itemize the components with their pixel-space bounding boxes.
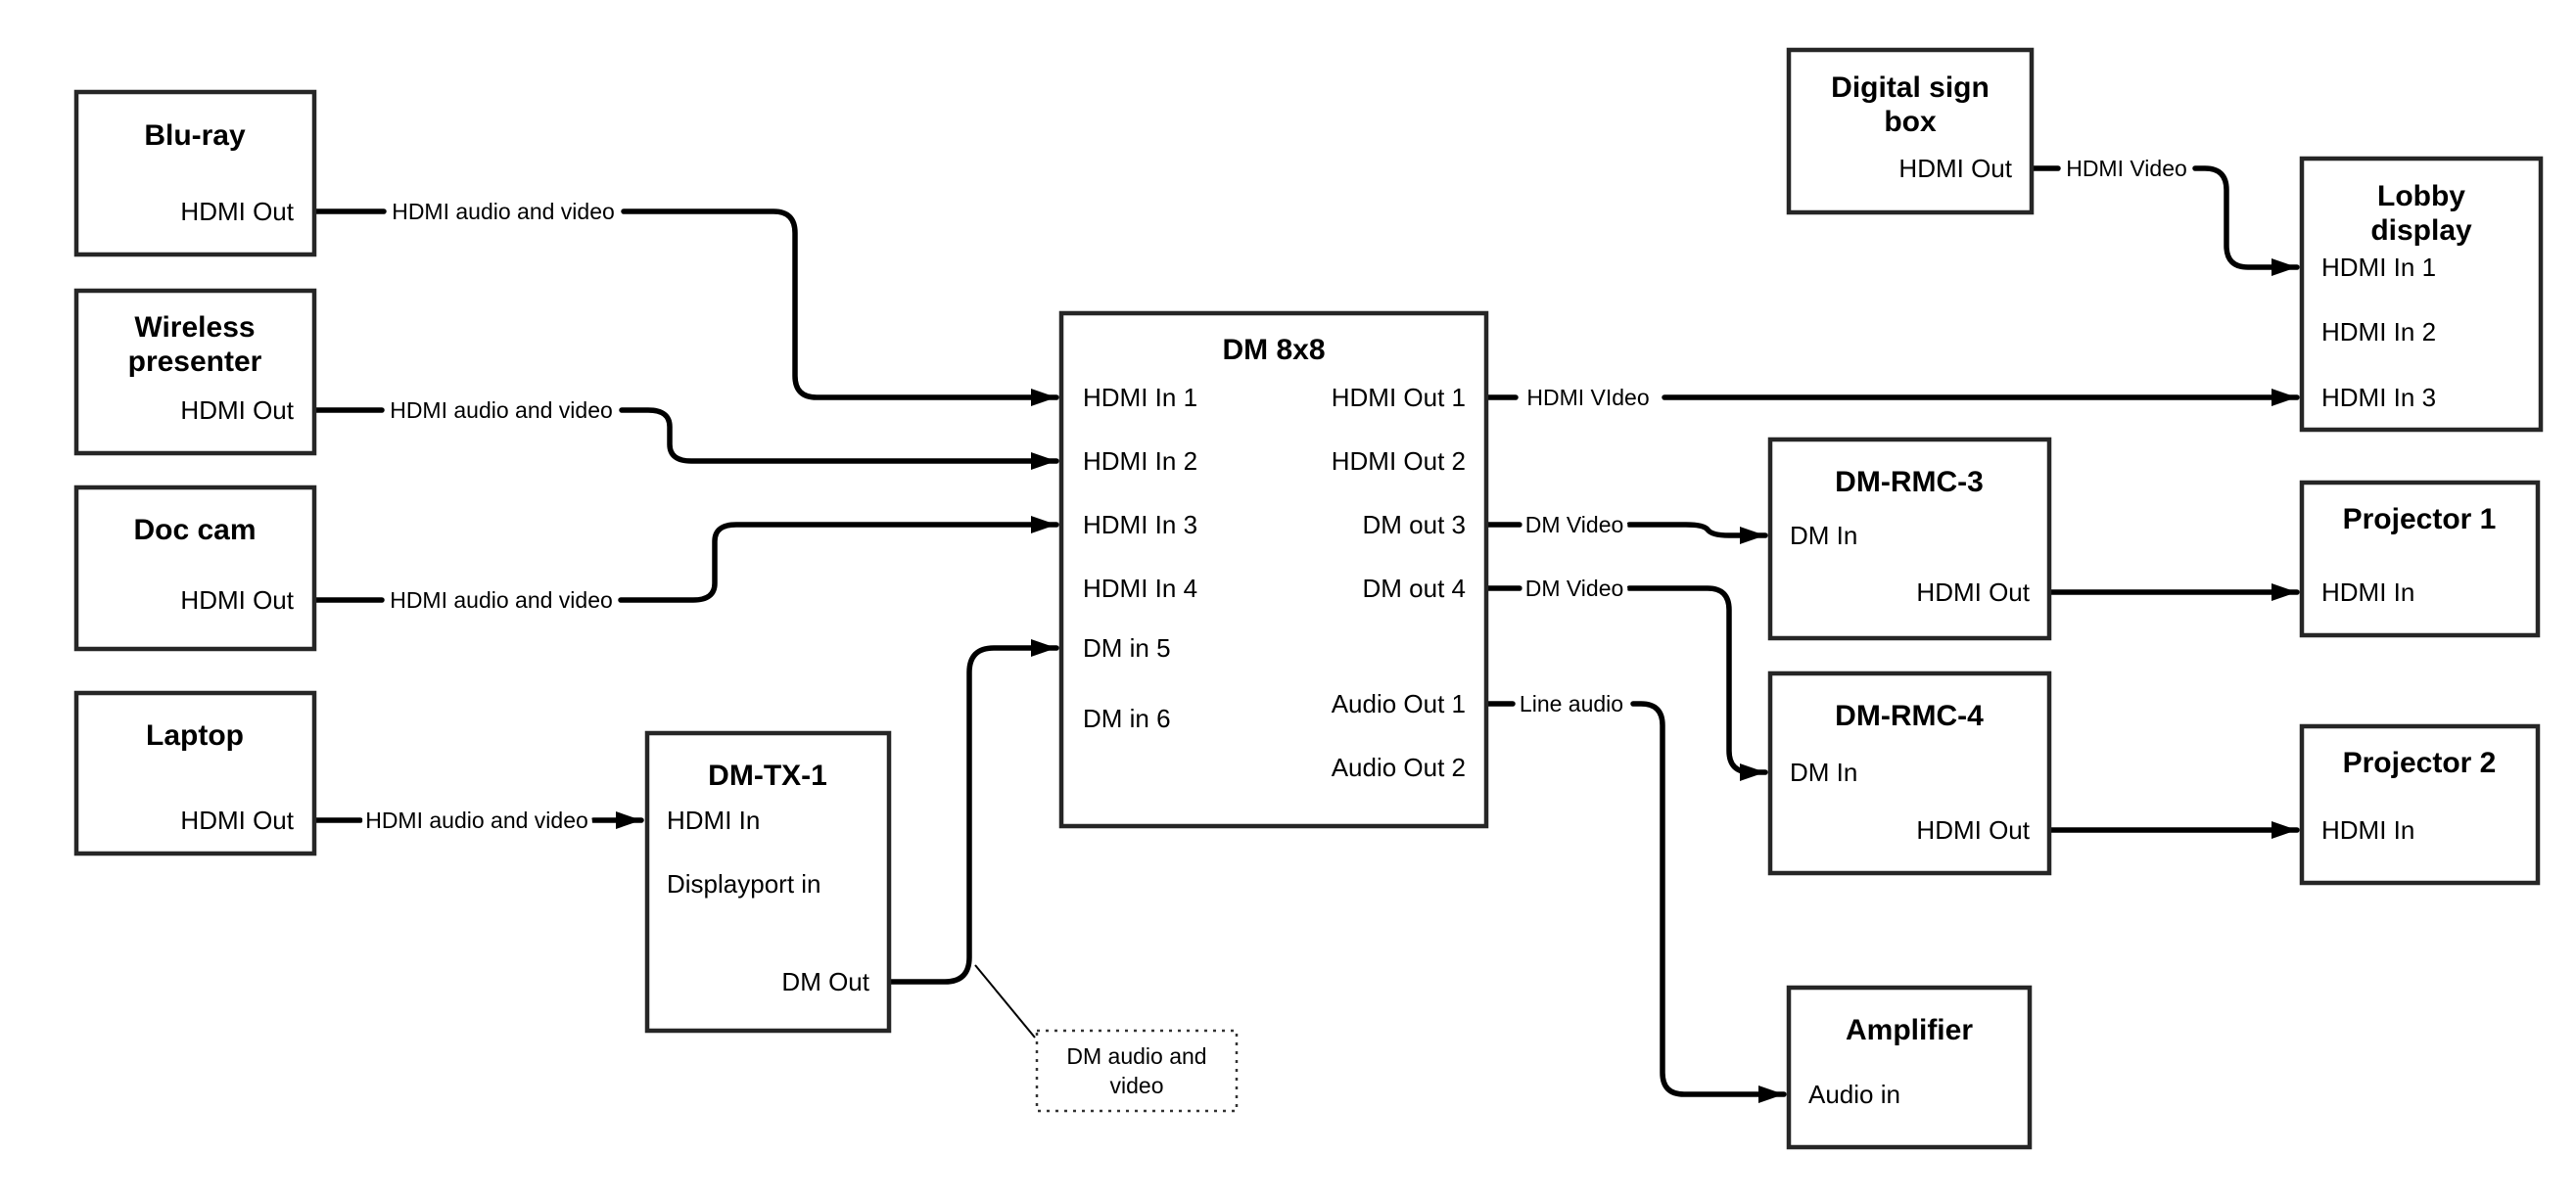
edge-bluray-to-dm8x8: HDMI audio and video (311, 194, 1059, 406)
port-dm8x8-audio-out-2: Audio Out 2 (1332, 753, 1466, 782)
port-dm8x8-dm-in-6: DM in 6 (1083, 704, 1171, 733)
edge-dmtx1-to-dm8x8 (886, 639, 1059, 1039)
node-dmrmc3-box (1767, 437, 2052, 641)
annotation-text-line2: video (1110, 1073, 1164, 1098)
edge-dm8x8-audio1-to-amplifier: Line audio (1483, 686, 1787, 1103)
edge-doccam-to-dm8x8: HDMI audio and video (311, 516, 1059, 618)
edge-laptop-to-dmtx1: HDMI audio and video (311, 803, 644, 838)
node-amplifier-box (1786, 985, 2033, 1150)
port-dm8x8-hdmi-in-3: HDMI In 3 (1083, 510, 1197, 539)
port-dm8x8-hdmi-in-4: HDMI In 4 (1083, 574, 1197, 603)
node-dm-rmc-3: DM-RMC-3 DM In HDMI Out (1767, 437, 2052, 641)
port-lobby-hdmi-in-2: HDMI In 2 (2321, 317, 2436, 346)
node-wireless-title-line2: presenter (128, 346, 262, 378)
node-dm8x8-title: DM 8x8 (1222, 334, 1325, 366)
port-proj1-hdmi-in: HDMI In (2321, 577, 2414, 607)
node-bluray: Blu-ray HDMI Out (73, 89, 317, 257)
port-dmrmc3-dm-in: DM In (1790, 521, 1857, 550)
port-dmtx1-displayport-in: Displayport in (667, 869, 821, 899)
node-wireless-presenter: Wireless presenter HDMI Out (73, 288, 317, 456)
node-lobby-box (2299, 156, 2544, 433)
node-amplifier-title: Amplifier (1846, 1014, 1973, 1046)
port-lobby-hdmi-in-1: HDMI In 1 (2321, 253, 2436, 282)
port-wireless-hdmi-out: HDMI Out (180, 395, 294, 425)
port-bluray-hdmi-out: HDMI Out (180, 197, 294, 226)
node-digitalsign-title-line1: Digital sign (1831, 71, 1990, 104)
annotation-dm-audio-and-video: DM audio and video (1035, 1029, 1239, 1113)
node-proj1-title: Projector 1 (2343, 503, 2497, 535)
node-lobby-title-line1: Lobby (2377, 180, 2465, 212)
node-dmrmc4-box (1767, 670, 2052, 876)
edge-label: HDMI audio and video (390, 587, 613, 613)
edge-label: HDMI audio and video (390, 397, 613, 423)
edge-dm8x8-out3-to-dmrmc3: DM Video (1483, 507, 1768, 544)
node-dm-8x8: DM 8x8 HDMI In 1 HDMI In 2 HDMI In 3 HDM… (1058, 310, 1489, 829)
node-proj2-box (2299, 723, 2541, 886)
port-amplifier-audio-in: Audio in (1808, 1080, 1900, 1109)
edge-label: HDMI Video (2066, 156, 2187, 181)
node-wireless-title-line1: Wireless (134, 311, 255, 344)
node-bluray-box (73, 89, 317, 257)
node-laptop-title: Laptop (146, 719, 244, 752)
edge-wireless-to-dm8x8: HDMI audio and video (311, 393, 1059, 470)
node-doc-cam: Doc cam HDMI Out (73, 485, 317, 652)
edge-label: HDMI audio and video (392, 199, 615, 224)
edge-dm8x8-out4-to-dmrmc4: DM Video (1483, 571, 1768, 781)
edge-label: HDMI VIdeo (1526, 385, 1649, 410)
port-dm8x8-hdmi-in-2: HDMI In 2 (1083, 446, 1197, 476)
node-laptop: Laptop HDMI Out (73, 690, 317, 856)
port-laptop-hdmi-out: HDMI Out (180, 806, 294, 835)
node-bluray-title: Blu-ray (144, 119, 246, 152)
node-doccam-box (73, 485, 317, 652)
node-lobby-display: Lobby display HDMI In 1 HDMI In 2 HDMI I… (2299, 156, 2544, 433)
port-dmtx1-hdmi-in: HDMI In (667, 806, 760, 835)
port-dm8x8-audio-out-1: Audio Out 1 (1332, 689, 1466, 718)
edge-label: DM Video (1525, 512, 1624, 537)
port-dm8x8-dm-out-3: DM out 3 (1363, 510, 1467, 539)
port-dm8x8-hdmi-in-1: HDMI In 1 (1083, 383, 1197, 412)
node-dm-tx-1: DM-TX-1 HDMI In Displayport in DM Out (644, 730, 892, 1034)
node-proj2-title: Projector 2 (2343, 747, 2497, 779)
port-dmrmc3-hdmi-out: HDMI Out (1916, 577, 2030, 607)
node-digitalsign-box (1786, 47, 2035, 215)
node-lobby-title-line2: display (2370, 214, 2472, 247)
port-doccam-hdmi-out: HDMI Out (180, 585, 294, 615)
edge-dm8x8-out1-to-lobby: HDMI VIdeo (1483, 380, 2300, 415)
node-dmtx1-title: DM-TX-1 (708, 760, 827, 792)
node-doccam-title: Doc cam (133, 514, 256, 546)
port-dm8x8-dm-in-5: DM in 5 (1083, 633, 1171, 663)
port-dmrmc4-hdmi-out: HDMI Out (1916, 815, 2030, 845)
edge-digitalsign-to-lobby: HDMI Video (2029, 151, 2300, 276)
port-dmrmc4-dm-in: DM In (1790, 758, 1857, 787)
port-proj2-hdmi-in: HDMI In (2321, 815, 2414, 845)
node-digitalsign-title-line2: box (1884, 106, 1937, 138)
port-dmtx1-dm-out: DM Out (781, 967, 869, 996)
port-dm8x8-hdmi-out-2: HDMI Out 2 (1332, 446, 1466, 476)
node-dmtx1-box (644, 730, 892, 1034)
node-proj1-box (2299, 480, 2541, 638)
node-wireless-box (73, 288, 317, 456)
node-amplifier: Amplifier Audio in (1786, 985, 2033, 1150)
annotation-text-line1: DM audio and (1066, 1043, 1206, 1069)
node-dm-rmc-4: DM-RMC-4 DM In HDMI Out (1767, 670, 2052, 876)
port-lobby-hdmi-in-3: HDMI In 3 (2321, 383, 2436, 412)
node-dmrmc3-title: DM-RMC-3 (1835, 466, 1984, 498)
port-digitalsign-hdmi-out: HDMI Out (1898, 154, 2012, 183)
annotation-leader-line (974, 964, 1036, 1039)
node-laptop-box (73, 690, 317, 856)
node-projector-2: Projector 2 HDMI In (2299, 723, 2541, 886)
node-projector-1: Projector 1 HDMI In (2299, 480, 2541, 638)
port-dm8x8-hdmi-out-1: HDMI Out 1 (1332, 383, 1466, 412)
node-dm8x8-box (1058, 310, 1489, 829)
edge-label: DM Video (1525, 576, 1624, 601)
annotation-box (1035, 1029, 1239, 1113)
port-dm8x8-dm-out-4: DM out 4 (1363, 574, 1467, 603)
edge-label: Line audio (1520, 691, 1623, 716)
node-dmrmc4-title: DM-RMC-4 (1835, 700, 1984, 732)
edges: HDMI audio and video HDMI audio and vide… (311, 151, 2300, 1103)
node-digital-sign-box: Digital sign box HDMI Out (1786, 47, 2035, 215)
edge-label: HDMI audio and video (365, 808, 588, 833)
